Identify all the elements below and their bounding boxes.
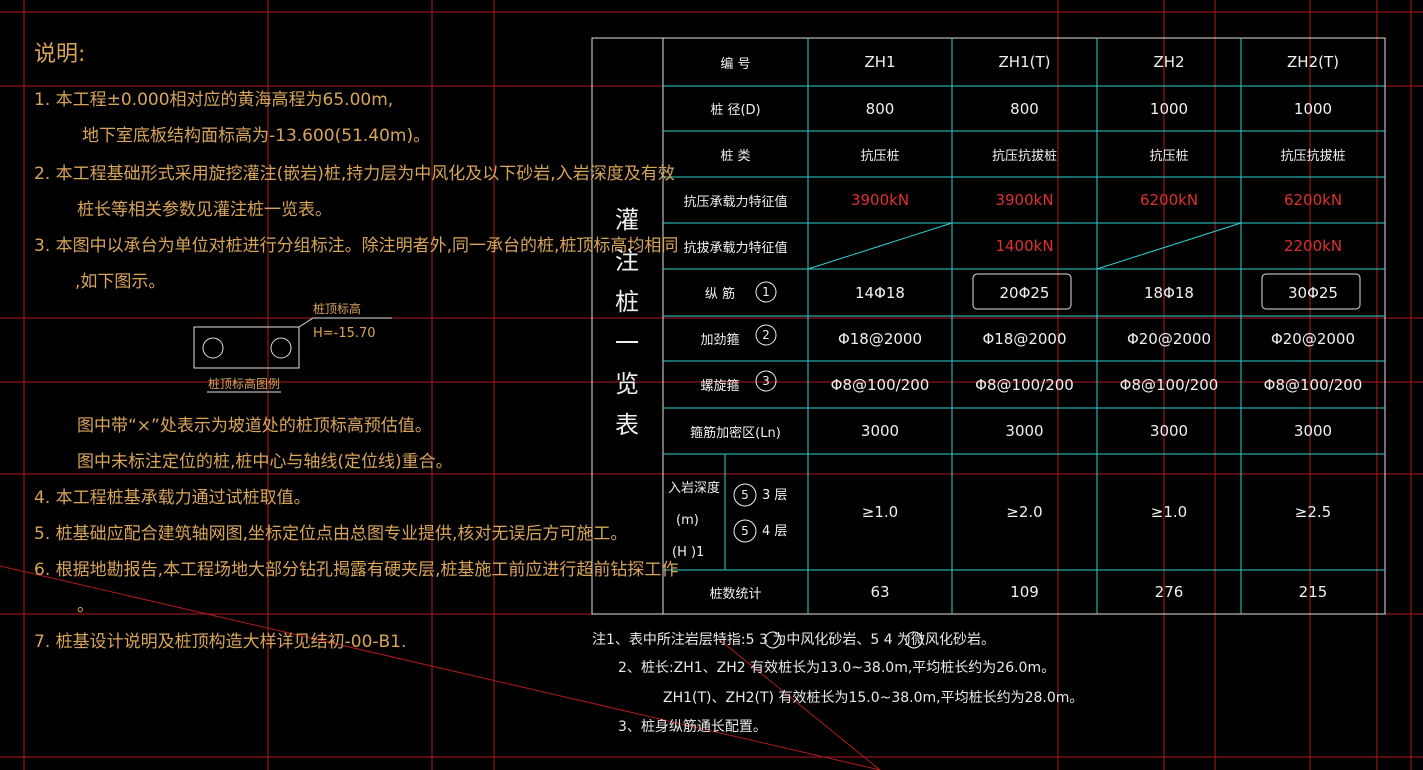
footnote-line: 3、桩身纵筋通长配置。 (618, 719, 767, 735)
row-label-rock-depth-unit: (m) (676, 513, 699, 528)
cell-uplift (808, 223, 952, 269)
note-line: 图中带“×”处表示为坡道处的桩顶标高预估值。 (77, 416, 432, 436)
row-label-uplift: 抗拔承载力特征值 (683, 240, 788, 256)
cell-stiffener: Φ20@2000 (1126, 329, 1212, 348)
layer-label: 3 层 (762, 488, 788, 503)
cell-spiral: Φ8@100/200 (830, 375, 930, 394)
cell-type: 抗压桩 (1149, 148, 1189, 164)
note-line: 4. 本工程桩基承载力通过试桩取值。 (34, 488, 311, 508)
cell-diameter: 1000 (1293, 99, 1333, 118)
cell-id: ZH1 (864, 53, 896, 71)
circle-number: 2 (762, 328, 770, 342)
cell-compression: 3900kN (995, 191, 1054, 209)
row-label-dense-zone: 箍筋加密区(Ln) (690, 425, 781, 441)
legend-label: 桩顶标高 (313, 302, 362, 316)
layer-number: 5 (741, 488, 749, 502)
note-line: 5. 桩基础应配合建筑轴网图,坐标定位点由总图专业提供,核对无误后方可施工。 (34, 524, 628, 544)
cell-type: 抗压抗拔桩 (1280, 148, 1346, 164)
cell-count: 63 (870, 583, 890, 601)
legend-caption: 桩顶标高图例 (208, 377, 281, 391)
circle-markers (733, 281, 923, 649)
cell-type: 抗压抗拔桩 (991, 148, 1057, 164)
table-title-char: 一 (615, 329, 639, 357)
cell-uplift: 1400kN (995, 237, 1054, 255)
cell-diameter: 800 (865, 99, 895, 118)
row-label-count: 桩数统计 (709, 586, 762, 602)
table-title-char: 览 (615, 370, 639, 398)
footnote-line: ZH1(T)、ZH2(T) 有效桩长为15.0~38.0m,平均桩长约为28.0… (663, 690, 1084, 706)
cell-spiral: Φ8@100/200 (1119, 375, 1219, 394)
row-label-spiral: 螺旋箍 (700, 379, 740, 394)
cell-long-bar: 30Φ25 (1288, 283, 1338, 302)
circle-number: 1 (762, 285, 770, 299)
note-line: 图中未标注定位的桩,桩中心与轴线(定位线)重合。 (77, 452, 453, 472)
footnote-line: 注1、表中所注岩层特指:5 3 为中风化砂岩、5 4 为微风化砂岩。 (592, 632, 996, 648)
cell-dense-zone: 3000 (860, 422, 900, 440)
table-grid (663, 38, 1385, 614)
cell-long-bar: 20Φ25 (999, 283, 1050, 302)
cell-count: 109 (1010, 583, 1039, 601)
note-line: 7. 桩基设计说明及桩顶构造大样详见结初-00-B1. (34, 632, 407, 652)
cell-spiral: Φ8@100/200 (1263, 375, 1363, 394)
note-line: 6. 根据地勘报告,本工程场地大部分钻孔揭露有硬夹层,桩基施工前应进行超前钻探工… (34, 560, 679, 580)
cell-dense-zone: 3000 (1293, 422, 1333, 440)
cell-dense-zone: 3000 (1005, 422, 1044, 440)
cell-uplift: 2200kN (1283, 237, 1343, 255)
legend-value: H=-15.70 (313, 326, 376, 341)
cell-rock-depth: ≥1.0 (1150, 503, 1188, 521)
cell-compression: 3900kN (850, 191, 910, 209)
cell-stiffener: Φ18@2000 (982, 329, 1067, 348)
row-label-rock-depth-symbol: (H )1 (672, 545, 705, 560)
cell-rock-depth: ≥2.0 (1006, 503, 1043, 521)
table-title-char: 注 (615, 247, 639, 275)
note-line: 桩长等相关参数见灌注桩一览表。 (77, 200, 332, 220)
note-line: ,如下图示。 (75, 272, 166, 292)
cell-dense-zone: 3000 (1149, 422, 1189, 440)
row-label-diameter: 桩 径(D) (710, 103, 761, 118)
note-line: 2. 本工程基础形式采用旋挖灌注(嵌岩)桩,持力层为中风化及以下砂岩,入岩深度及… (34, 164, 675, 184)
pile-cap-legend-drawing (193, 317, 392, 393)
circle-number: 3 (762, 374, 770, 388)
row-label-id: 编 号 (720, 56, 751, 72)
row-label-rock-depth: 入岩深度 (668, 481, 721, 496)
cell-diameter: 800 (1010, 99, 1039, 118)
cell-spiral: Φ8@100/200 (975, 375, 1074, 394)
layer-label: 4 层 (762, 524, 788, 539)
table-title: 灌 注 桩 一 览 表 (612, 208, 642, 454)
cell-long-bar: 14Φ18 (855, 283, 905, 302)
cell-uplift (1097, 223, 1241, 269)
cell-type: 抗压桩 (860, 148, 900, 164)
row-label-stiffener: 加劲箍 (700, 333, 740, 348)
table-title-char: 桩 (615, 288, 639, 316)
cell-diameter: 1000 (1149, 99, 1189, 118)
cell-rock-depth: ≥1.0 (861, 503, 899, 521)
notes-title: 说明: (34, 42, 86, 67)
note-line: 地下室底板结构面标高为-13.600(51.40m)。 (82, 126, 431, 146)
cell-count: 276 (1154, 583, 1184, 601)
table-title-char: 表 (615, 411, 639, 439)
table-title-char: 灌 (615, 206, 639, 234)
row-label-type: 桩 类 (720, 148, 751, 164)
footnote-line: 2、桩长:ZH1、ZH2 有效桩长为13.0~38.0m,平均桩长约为26.0m… (618, 660, 1056, 676)
note-line: 3. 本图中以承台为单位对桩进行分组标注。除注明者外,同一承台的桩,桩顶标高均相… (34, 236, 679, 256)
cell-stiffener: Φ20@2000 (1270, 329, 1356, 348)
cell-stiffener: Φ18@2000 (837, 329, 923, 348)
cell-count: 215 (1298, 583, 1328, 601)
cell-long-bar: 18Φ18 (1144, 283, 1194, 302)
row-label-long-bar: 纵 筋 (704, 287, 736, 302)
cell-id: ZH2 (1153, 53, 1185, 71)
cell-id: ZH1(T) (998, 53, 1051, 71)
note-line: 。 (77, 596, 94, 616)
cell-rock-depth: ≥2.5 (1294, 503, 1332, 521)
layer-number: 5 (741, 524, 749, 538)
cell-compression: 6200kN (1139, 191, 1199, 209)
table-frame (591, 37, 1386, 615)
note-line: 1. 本工程±0.000相对应的黄海高程为65.00m, (34, 90, 394, 110)
cell-id: ZH2(T) (1287, 53, 1339, 71)
cell-compression: 6200kN (1283, 191, 1343, 209)
highlight-boxes (972, 273, 1361, 310)
row-label-compression: 抗压承载力特征值 (683, 194, 788, 210)
